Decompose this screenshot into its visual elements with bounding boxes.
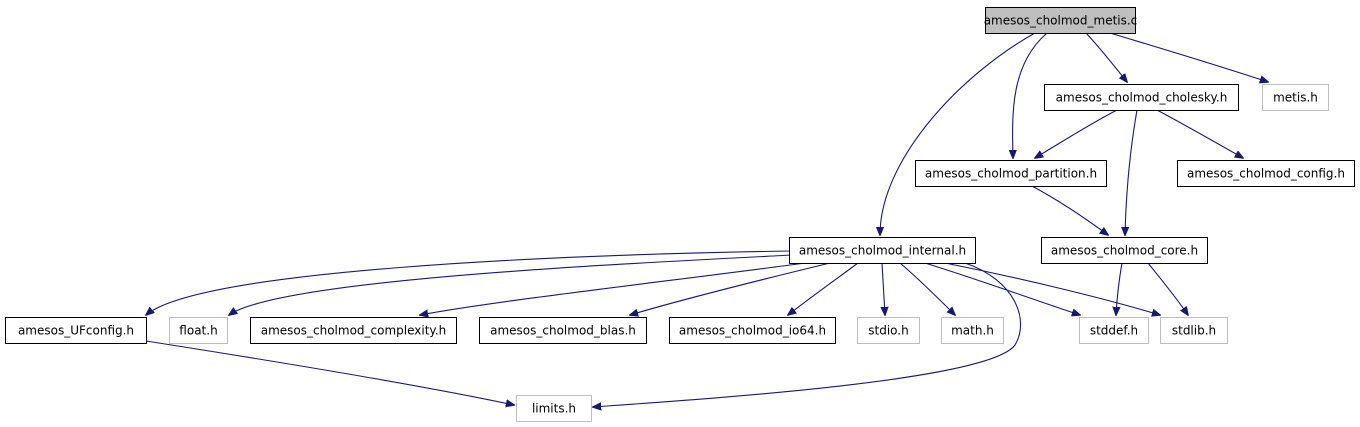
edge-cholesky-h-to-config-h <box>1156 109 1243 158</box>
edge-internal-h-to-limits-h <box>593 262 1022 407</box>
node-config-h[interactable]: amesos_cholmod_config.h <box>1177 160 1355 187</box>
edge-core-h-to-stddef-h <box>1116 262 1123 315</box>
node-box <box>915 160 1107 187</box>
edge-internal-h-to-blas-h <box>630 262 831 315</box>
node-box <box>669 317 836 344</box>
node-box <box>1160 317 1228 344</box>
node-complexity-h[interactable]: amesos_cholmod_complexity.h <box>250 317 457 344</box>
node-label: amesos_UFconfig.h <box>18 324 134 338</box>
node-label: amesos_cholmod_io64.h <box>679 324 826 338</box>
node-box <box>1044 84 1239 111</box>
node-math-h: math.h <box>941 317 1004 344</box>
edge-core-h-to-stdlib-h <box>1147 262 1188 315</box>
edge-cholesky-h-to-core-h <box>1125 109 1138 235</box>
node-label: amesos_cholmod_blas.h <box>490 324 636 338</box>
node-internal-h[interactable]: amesos_cholmod_internal.h <box>789 237 976 264</box>
node-label: limits.h <box>532 402 576 416</box>
node-io64-h[interactable]: amesos_cholmod_io64.h <box>669 317 836 344</box>
edge-metis-c-to-metis-h <box>1109 32 1268 82</box>
edge-internal-h-to-stdio-h <box>882 262 885 315</box>
node-box <box>857 317 920 344</box>
node-label: stddef.h <box>1090 324 1138 338</box>
node-stdlib-h: stdlib.h <box>1160 317 1228 344</box>
edges-layer <box>145 32 1268 407</box>
node-float-h: float.h <box>169 317 228 344</box>
edge-internal-h-to-float-h <box>229 254 793 315</box>
node-label: amesos_cholmod_internal.h <box>799 244 966 258</box>
node-box <box>516 395 592 422</box>
node-partition-h[interactable]: amesos_cholmod_partition.h <box>915 160 1107 187</box>
node-box <box>1079 317 1149 344</box>
node-box <box>789 237 976 264</box>
edge-internal-h-to-ufconfig-h <box>146 250 791 315</box>
node-label: amesos_cholmod_partition.h <box>925 167 1097 181</box>
node-box <box>479 317 647 344</box>
node-box <box>1041 237 1208 264</box>
edge-internal-h-to-stdlib-h <box>944 262 1160 315</box>
node-stdio-h: stdio.h <box>857 317 920 344</box>
node-label: metis.h <box>1273 91 1318 105</box>
node-box <box>250 317 457 344</box>
node-metis-c[interactable]: amesos_cholmod_metis.c <box>984 7 1138 34</box>
node-box <box>941 317 1004 344</box>
node-label: amesos_cholmod_config.h <box>1187 167 1345 181</box>
node-metis-h: metis.h <box>1262 84 1329 111</box>
edge-ufconfig-h-to-limits-h <box>145 340 514 405</box>
node-box <box>1177 160 1355 187</box>
node-cholesky-h[interactable]: amesos_cholmod_cholesky.h <box>1044 84 1239 111</box>
node-label: amesos_cholmod_complexity.h <box>261 324 447 338</box>
node-box <box>5 317 147 344</box>
node-limits-h: limits.h <box>516 395 592 422</box>
node-stddef-h: stddef.h <box>1079 317 1149 344</box>
node-label: float.h <box>179 324 217 338</box>
edge-metis-c-to-cholesky-h <box>1085 32 1127 82</box>
node-label: stdlib.h <box>1172 324 1216 338</box>
node-box <box>1262 84 1329 111</box>
edge-internal-h-to-io64-h <box>788 262 859 315</box>
edge-internal-h-to-math-h <box>899 262 955 315</box>
edge-cholesky-h-to-partition-h <box>1035 109 1118 158</box>
node-label: amesos_cholmod_cholesky.h <box>1056 91 1228 105</box>
edge-internal-h-to-stddef-h <box>924 262 1080 315</box>
node-label: math.h <box>951 324 994 338</box>
node-label: stdio.h <box>868 324 908 338</box>
node-label: amesos_cholmod_core.h <box>1051 244 1198 258</box>
node-ufconfig-h[interactable]: amesos_UFconfig.h <box>5 317 147 344</box>
edge-partition-h-to-core-h <box>1031 185 1108 235</box>
node-blas-h[interactable]: amesos_cholmod_blas.h <box>479 317 647 344</box>
nodes-layer: amesos_cholmod_metis.c amesos_cholmod_cho… <box>5 7 1355 422</box>
node-label: amesos_cholmod_metis.c <box>984 14 1138 28</box>
edge-metis-c-to-partition-h <box>1013 32 1048 158</box>
edge-metis-c-to-internal-h <box>880 32 1036 235</box>
node-box <box>169 317 228 344</box>
node-core-h[interactable]: amesos_cholmod_core.h <box>1041 237 1208 264</box>
edge-internal-h-to-complexity-h <box>420 262 806 315</box>
node-box <box>985 7 1136 34</box>
